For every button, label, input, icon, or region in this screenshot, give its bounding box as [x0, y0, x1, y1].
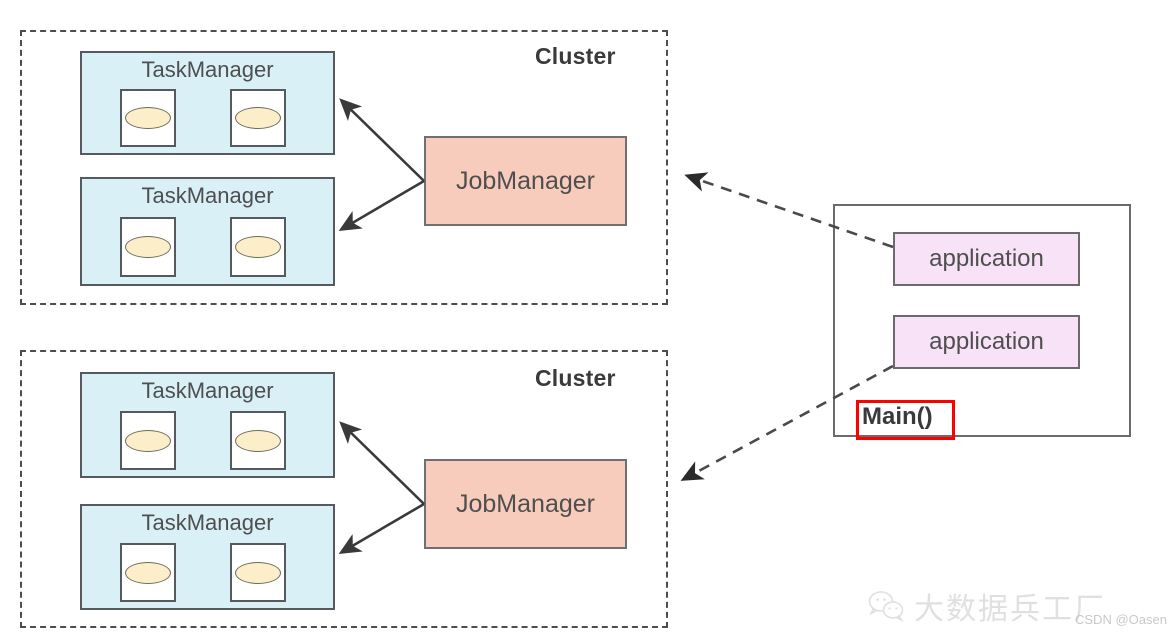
- slot-oval-icon: [235, 107, 281, 129]
- taskmanager-slot: [230, 411, 286, 470]
- slot-oval-icon: [235, 236, 281, 258]
- jobmanager-label: JobManager: [456, 489, 595, 518]
- slot-oval-icon: [235, 429, 281, 452]
- cluster-1-taskmanager-1: TaskManager: [80, 51, 335, 155]
- main-method-highlight-box: [856, 400, 955, 440]
- cluster-2-taskmanager-1: TaskManager: [80, 372, 335, 478]
- taskmanager-slot: [230, 89, 286, 147]
- taskmanager-slot: [230, 543, 286, 602]
- watermark: 大数据兵工厂: [868, 584, 1106, 628]
- application-box-1: application: [893, 232, 1080, 286]
- wechat-icon: [868, 591, 904, 622]
- cluster-2-taskmanager-2: TaskManager: [80, 504, 335, 610]
- taskmanager-label: TaskManager: [141, 378, 274, 403]
- cluster-2-jobmanager: JobManager: [424, 459, 627, 549]
- slot-oval-icon: [125, 107, 171, 129]
- slot-oval-icon: [125, 561, 171, 584]
- slot-oval-icon: [125, 236, 171, 258]
- cluster-1-taskmanager-2: TaskManager: [80, 177, 335, 286]
- csdn-credit: CSDN @Oasen: [1075, 612, 1167, 627]
- application-label: application: [929, 245, 1044, 272]
- slot-oval-icon: [125, 429, 171, 452]
- taskmanager-slot: [120, 543, 176, 602]
- application-label: application: [929, 328, 1044, 355]
- slot-oval-icon: [235, 561, 281, 584]
- cluster-1-label: Cluster: [535, 43, 616, 69]
- cluster-2: [20, 350, 668, 628]
- taskmanager-label: TaskManager: [141, 510, 274, 535]
- taskmanager-slot: [230, 217, 286, 277]
- jobmanager-label: JobManager: [456, 166, 595, 195]
- taskmanager-slot: [120, 411, 176, 470]
- taskmanager-slot: [120, 89, 176, 147]
- taskmanager-slot: [120, 217, 176, 277]
- cluster-1-jobmanager: JobManager: [424, 136, 627, 226]
- cluster-1: [20, 30, 668, 305]
- cluster-2-label: Cluster: [535, 365, 616, 391]
- application-box-2: application: [893, 315, 1080, 369]
- taskmanager-label: TaskManager: [141, 183, 274, 208]
- taskmanager-label: TaskManager: [141, 57, 274, 82]
